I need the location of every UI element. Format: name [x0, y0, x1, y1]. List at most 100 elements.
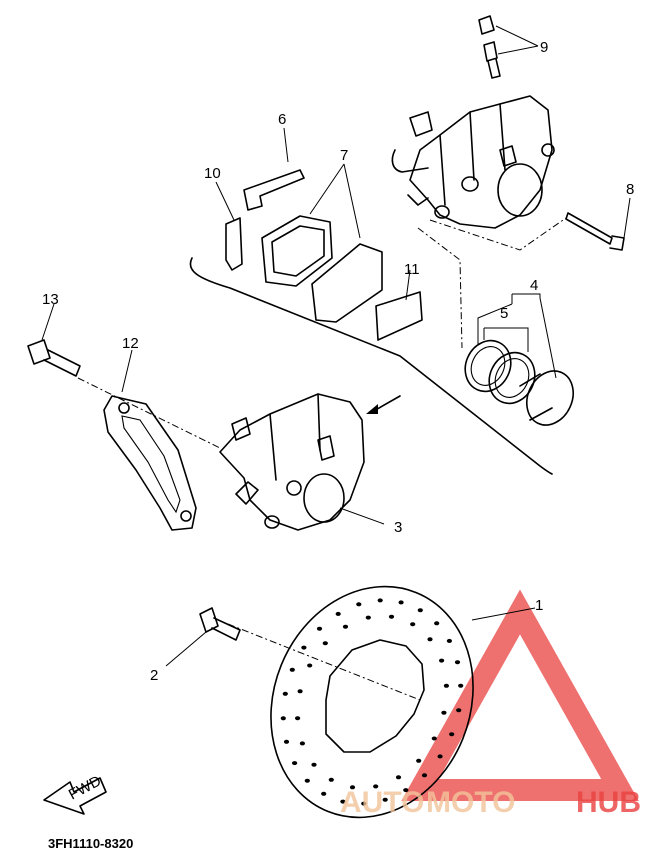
sub-assembly-outline — [189, 257, 553, 475]
front-direction-arrow-icon: FWD — [43, 772, 107, 815]
leader-7 — [309, 163, 361, 239]
disc-hole — [365, 615, 371, 620]
callout-4: 4 — [530, 277, 538, 294]
leader-13 — [41, 303, 55, 341]
callout-8: 8 — [626, 181, 634, 198]
leader-11 — [405, 269, 411, 301]
leader-2 — [165, 631, 207, 667]
disc-hole — [295, 716, 301, 721]
disc-hole — [434, 621, 440, 626]
caliper-bracket-drawing — [103, 395, 197, 531]
callout-9: 9 — [540, 39, 548, 56]
diagram-code: 3FH1110-8320 — [48, 836, 133, 851]
leader-6 — [283, 127, 289, 163]
disc-hole — [416, 758, 422, 763]
disc-hole — [282, 691, 288, 696]
disc-hole — [456, 708, 462, 713]
watermark-moto: MOTO — [426, 786, 515, 819]
disc-hole — [349, 785, 356, 790]
disc-hole — [449, 732, 455, 737]
callout-10: 10 — [204, 165, 221, 182]
disc-holes — [280, 598, 464, 806]
bolt-8-drawing — [565, 212, 625, 251]
disc-hole — [283, 739, 290, 744]
disc-hole — [304, 778, 310, 783]
assembly-line-a — [417, 227, 463, 349]
disc-hole — [431, 736, 437, 741]
disc-hole — [382, 797, 388, 802]
disc-hole — [299, 741, 305, 746]
disc-hole — [446, 638, 452, 643]
disc-hole — [340, 799, 346, 804]
disc-hole — [439, 658, 445, 663]
disc-hole — [311, 762, 317, 767]
assembly-line-d — [227, 623, 421, 701]
disc-hole — [328, 777, 334, 782]
leader-12 — [121, 349, 133, 393]
pad-spring-drawing — [243, 169, 305, 211]
caliper-upper-drawing — [391, 95, 555, 229]
disc-hole — [301, 645, 307, 650]
disc-hole — [361, 801, 367, 806]
bolt-2-drawing — [199, 607, 241, 641]
leader-8 — [623, 197, 631, 239]
disc-hole — [356, 602, 362, 607]
leader-1 — [471, 607, 536, 621]
watermark-text: AUTO MOTO HUB — [340, 786, 641, 819]
watermark-logo-icon — [401, 589, 639, 801]
pad-support-11-drawing — [375, 291, 423, 341]
watermark-auto: AUTO — [340, 786, 424, 819]
disc-hole — [395, 775, 402, 780]
disc-hole — [322, 641, 328, 646]
disc-hole — [280, 716, 286, 721]
disc-hole — [388, 614, 395, 619]
assembly-line-c — [77, 377, 221, 449]
disc-hole — [403, 788, 409, 793]
callout-3: 3 — [394, 519, 402, 536]
disc-hole — [289, 667, 295, 672]
leader-5 — [483, 327, 529, 352]
callout-6: 6 — [278, 111, 286, 128]
pad-support-drawing — [225, 217, 243, 271]
disc-hole — [342, 624, 349, 629]
callout-2: 2 — [150, 667, 158, 684]
watermark-hub: HUB — [576, 786, 641, 819]
bleed-screw-drawing — [478, 15, 501, 79]
disc-hole — [373, 784, 379, 789]
disc-hole — [316, 626, 323, 631]
bolt-13-drawing — [27, 339, 81, 377]
disc-hole — [421, 773, 428, 778]
disc-hole — [335, 611, 341, 616]
disc-hole — [377, 598, 383, 603]
front-marker-label: FWD — [66, 772, 104, 803]
brake-pads-drawing — [261, 215, 383, 323]
brake-disc-drawing — [270, 585, 474, 819]
assembly-line-b — [429, 217, 567, 251]
leader-3 — [339, 507, 385, 525]
assembly-arrow-head — [366, 404, 378, 414]
disc-hole — [321, 791, 327, 796]
leader-10 — [215, 181, 235, 221]
piston-seals-drawing — [464, 339, 536, 405]
disc-hole — [458, 683, 464, 688]
leader-4 — [477, 293, 557, 379]
disc-hole — [410, 622, 416, 627]
disc-hole — [437, 754, 443, 759]
callout-12: 12 — [122, 335, 139, 352]
disc-hole — [398, 600, 404, 605]
disc-hole — [427, 637, 433, 642]
disc-hole — [417, 608, 423, 613]
disc-hole — [454, 660, 461, 665]
piston-drawing — [519, 370, 574, 426]
callout-13: 13 — [42, 291, 59, 308]
callout-11: 11 — [404, 261, 420, 278]
leader-9 — [495, 25, 539, 55]
disc-hole — [441, 710, 447, 715]
disc-hole — [292, 761, 298, 766]
caliper-assembly-drawing — [219, 393, 365, 531]
callout-5: 5 — [500, 305, 508, 322]
callout-7: 7 — [340, 147, 348, 164]
disc-hole — [297, 689, 303, 694]
disc-hole — [307, 663, 313, 668]
